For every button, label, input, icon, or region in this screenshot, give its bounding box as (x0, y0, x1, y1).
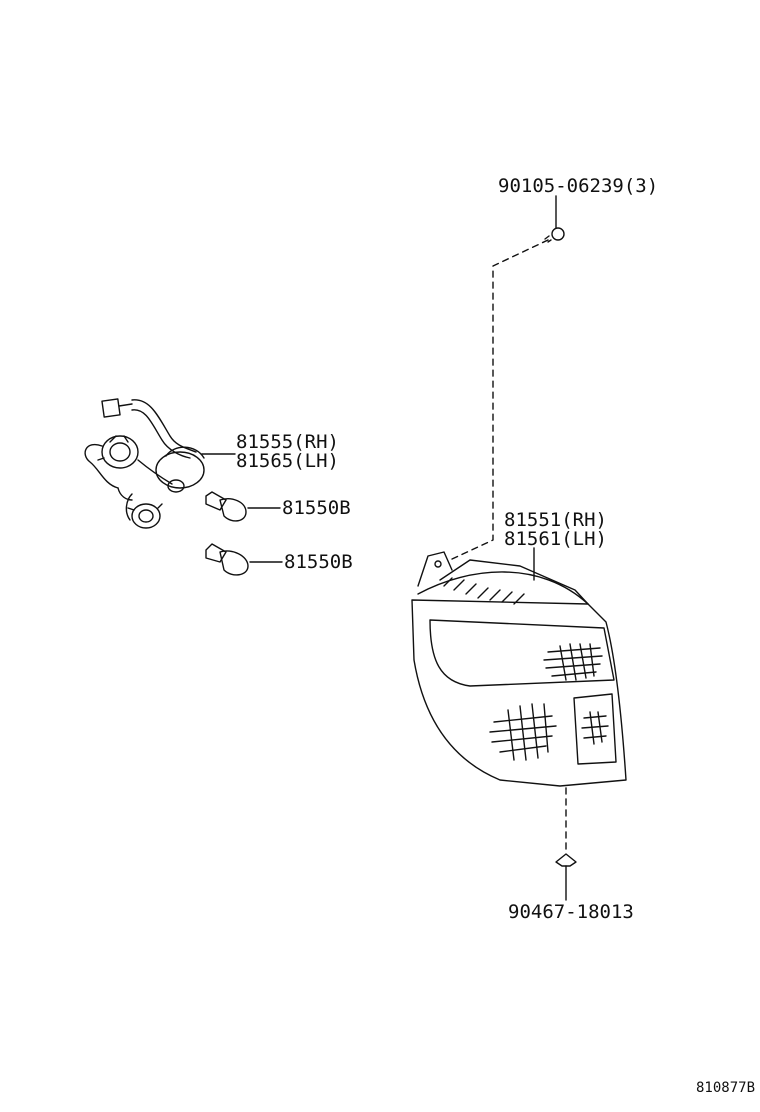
clip-part-number: 90467-18013 (508, 901, 634, 923)
bulb-lower-part-number: 81550B (284, 551, 353, 573)
bulb-upper-icon (205, 491, 281, 522)
screw-dashed-leader (449, 239, 549, 561)
socket-wire-harness-icon (84, 398, 236, 529)
bulb-upper-part-number: 81550B (282, 497, 351, 519)
lamp-rh-part-number: 81551(RH) (504, 509, 607, 531)
rear-lamp-assembly-icon (411, 547, 627, 787)
screw-icon (544, 195, 565, 243)
screw-part-number: 90105-06239(3) (498, 175, 659, 197)
lamp-lh-part-number: 81561(LH) (504, 528, 607, 550)
socket-rh-part-number: 81555(RH) (236, 431, 339, 453)
clip-icon (555, 853, 577, 901)
bulb-lower-icon (205, 543, 283, 576)
socket-lh-part-number: 81565(LH) (236, 450, 339, 472)
illustration-id: 810877B (696, 1080, 756, 1096)
